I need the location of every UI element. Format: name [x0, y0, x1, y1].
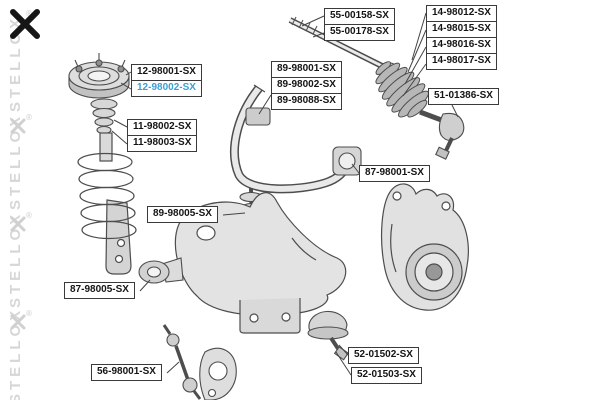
control-arm-drawing	[174, 192, 347, 334]
part-label-89-98005-sx[interactable]: 89-98005-SX	[147, 206, 218, 223]
part-label-14-98012-sx[interactable]: 14-98012-SX	[426, 5, 497, 22]
stabilizer-bar-drawing	[230, 84, 353, 194]
part-label-55-00178-sx[interactable]: 55-00178-SX	[324, 24, 395, 41]
registered-mark: ®	[26, 113, 32, 122]
part-label-87-98001-sx[interactable]: 87-98001-SX	[359, 165, 430, 182]
label-group-control-arm-bushing: 87-98005-SX	[64, 282, 135, 299]
ball-joint-drawing	[307, 310, 349, 361]
registered-mark: ®	[26, 9, 32, 18]
registered-mark: ®	[26, 309, 32, 318]
bump-stop-drawing	[90, 98, 118, 135]
brand-logo-icon	[10, 9, 40, 39]
part-label-89-98088-sx[interactable]: 89-98088-SX	[271, 93, 342, 110]
part-label-11-98003-sx[interactable]: 11-98003-SX	[127, 135, 198, 152]
label-group-ball-joint-1: 52-01502-SX	[348, 347, 419, 364]
label-group-stabilizer-link-front: 89-98005-SX	[147, 206, 218, 223]
part-label-14-98015-sx[interactable]: 14-98015-SX	[426, 21, 497, 38]
part-label-52-01502-sx[interactable]: 52-01502-SX	[348, 347, 419, 364]
part-label-89-98002-sx[interactable]: 89-98002-SX	[271, 77, 342, 94]
label-group-strut-mount: 12-98001-SX 12-98002-SX	[131, 64, 202, 97]
tie-rod-end-drawing	[419, 109, 465, 160]
part-label-55-00158-sx[interactable]: 55-00158-SX	[324, 8, 395, 25]
part-label-12-98001-sx[interactable]: 12-98001-SX	[131, 64, 202, 81]
strut-spring-drawing	[77, 132, 137, 275]
watermark-text: STELLOX	[7, 113, 24, 210]
part-label-52-01503-sx[interactable]: 52-01503-SX	[351, 367, 422, 384]
watermark-text: STELLOX	[7, 307, 24, 400]
watermark-text: STELLOX	[7, 15, 24, 112]
watermark-text: STELLOX	[7, 211, 24, 308]
registered-mark: ®	[26, 211, 32, 220]
watermark-star-icons	[10, 118, 26, 330]
part-label-12-98002-sx-highlighted[interactable]: 12-98002-SX	[131, 80, 202, 97]
part-label-11-98002-sx[interactable]: 11-98002-SX	[127, 119, 198, 136]
label-group-steering-boot: 14-98012-SX 14-98015-SX 14-98016-SX 14-9…	[426, 5, 497, 70]
steering-boot-drawing	[375, 61, 429, 118]
label-group-bump-stop: 11-98002-SX 11-98003-SX	[127, 119, 198, 152]
label-group-inner-tie-rod: 55-00158-SX 55-00178-SX	[324, 8, 395, 41]
part-label-87-98005-sx[interactable]: 87-98005-SX	[64, 282, 135, 299]
part-label-56-98001-sx[interactable]: 56-98001-SX	[91, 364, 162, 381]
mounting-bracket-drawing	[199, 347, 237, 400]
label-group-tie-rod-end: 51-01386-SX	[428, 88, 499, 105]
label-group-stabilizer-bar-bushing: 89-98001-SX 89-98002-SX 89-98088-SX	[271, 61, 342, 110]
part-label-14-98016-sx[interactable]: 14-98016-SX	[426, 37, 497, 54]
steering-knuckle-drawing	[380, 183, 469, 311]
part-label-14-98017-sx[interactable]: 14-98017-SX	[426, 53, 497, 70]
strut-mount-drawing	[68, 53, 130, 99]
label-group-stabilizer-link-rear: 56-98001-SX	[91, 364, 162, 381]
stabilizer-bushing-drawing	[332, 146, 362, 176]
label-group-stabilizer-bushing: 87-98001-SX	[359, 165, 430, 182]
part-label-89-98001-sx[interactable]: 89-98001-SX	[271, 61, 342, 78]
watermark-brand-column: STELLOX STELLOX STELLOX STELLOX ® ® ® ®	[7, 9, 32, 400]
part-label-51-01386-sx[interactable]: 51-01386-SX	[428, 88, 499, 105]
stabilizer-link-rear-drawing	[162, 324, 202, 400]
leader-lines	[111, 12, 459, 376]
stabilizer-inner-bushing-drawing	[245, 107, 271, 126]
control-arm-bushing-drawing	[138, 257, 184, 284]
label-group-ball-joint-2: 52-01503-SX	[351, 367, 422, 384]
